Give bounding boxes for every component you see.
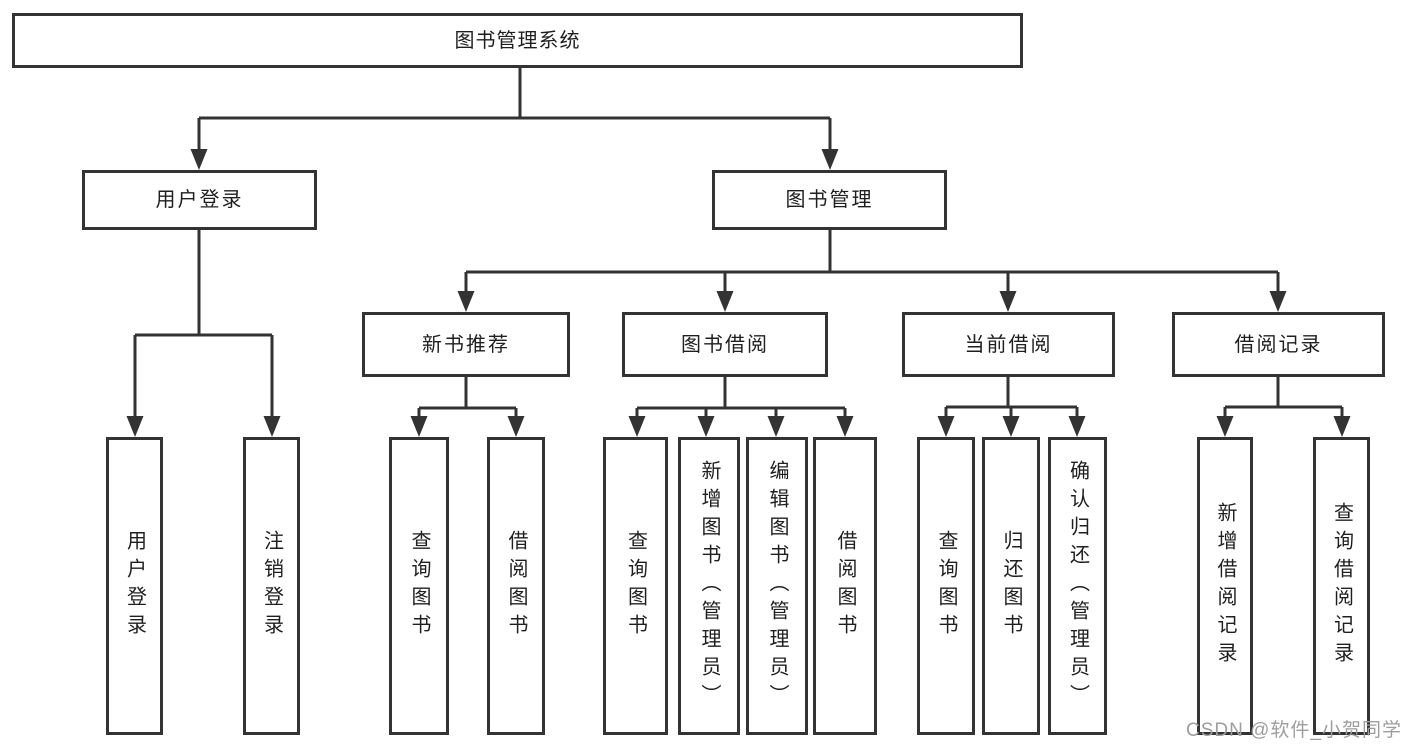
arrowhead-icon [410,416,428,437]
node-leaf-borrow-books-1: 借阅图书 [487,437,545,735]
node-leaf-query-books-1: 查询图书 [389,437,449,735]
connector-book-management-sections [457,230,1287,312]
arrowhead-icon [628,416,646,437]
watermark: CSDN @软件_小贺同学 [1186,720,1402,741]
arrowhead-icon [1216,416,1234,437]
node-leaf-query-books-2: 查询图书 [603,437,668,735]
node-leaf-user-login: 用户登录 [106,437,163,735]
connector-book-borrow-children [628,377,854,437]
arrowhead-icon [716,291,734,312]
node-leaf-add-borrow-record: 新增借阅记录 [1197,437,1253,735]
node-book-management: 图书管理 [712,170,947,230]
arrowhead-icon [697,416,715,437]
connector-user-login-children [126,230,281,437]
arrowhead-icon [836,416,854,437]
node-user-login: 用户登录 [82,170,317,230]
node-leaf-borrow-books-2: 借阅图书 [813,437,877,735]
node-leaf-query-borrow-record: 查询借阅记录 [1313,437,1370,735]
node-leaf-edit-book-admin: 编辑图书（管理员） [746,437,808,735]
node-current-borrow: 当前借阅 [902,312,1115,377]
arrowhead-icon [190,149,208,170]
arrowhead-icon [457,291,475,312]
node-leaf-logout: 注销登录 [243,437,300,735]
connector-new-book-recommend-children [410,377,525,437]
node-new-book-recommend: 新书推荐 [362,312,570,377]
arrowhead-icon [1002,416,1020,437]
arrowhead-icon [1333,416,1351,437]
node-root-system: 图书管理系统 [12,13,1023,68]
node-leaf-add-book-admin: 新增图书（管理员） [678,437,740,735]
arrowhead-icon [767,416,785,437]
arrowhead-icon [507,416,525,437]
connector-current-borrow-children [937,377,1086,437]
node-book-borrow: 图书借阅 [622,312,828,377]
arrowhead-icon [821,149,839,170]
arrowhead-icon [1269,291,1287,312]
arrowhead-icon [263,416,281,437]
node-leaf-query-books-3: 查询图书 [917,437,975,735]
connector-root-to-level2 [190,68,839,170]
arrowhead-icon [126,416,144,437]
node-leaf-return-book: 归还图书 [982,437,1040,735]
arrowhead-icon [937,416,955,437]
arrowhead-icon [1068,416,1086,437]
node-leaf-confirm-return-admin: 确认归还（管理员） [1048,437,1107,735]
arrowhead-icon [999,291,1017,312]
connector-borrow-records-children [1216,377,1351,437]
node-borrow-records: 借阅记录 [1172,312,1385,377]
